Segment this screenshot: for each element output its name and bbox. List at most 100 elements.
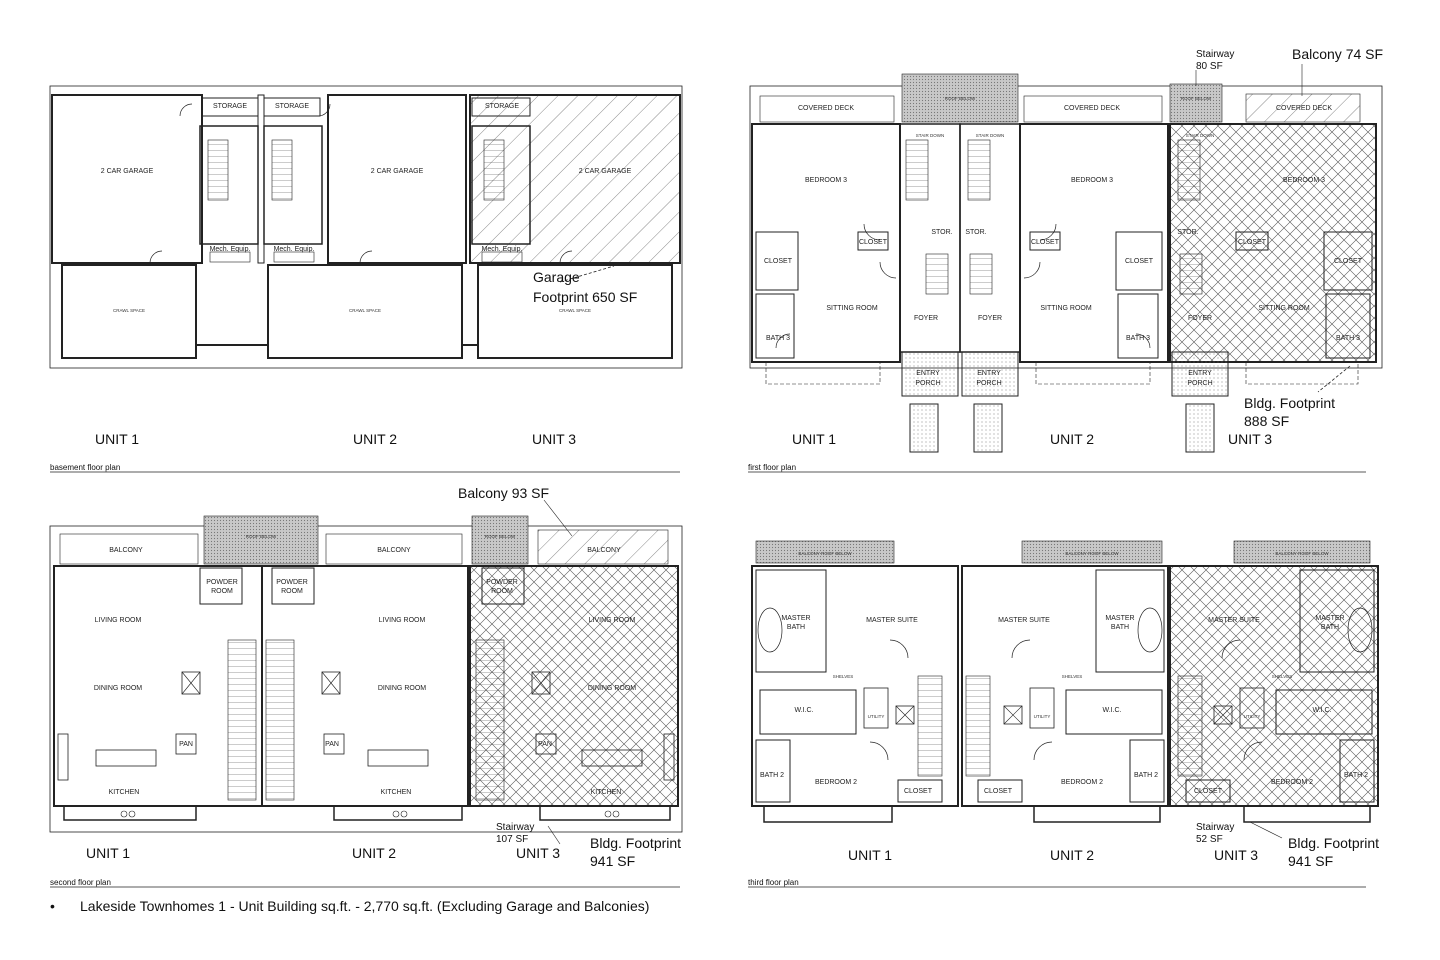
master-bath-label-2: BATH bbox=[1111, 624, 1129, 631]
utility-label: UTILITY bbox=[1244, 714, 1261, 719]
unit-1-label: UNIT 1 bbox=[95, 431, 139, 447]
bedroom-2-label: BEDROOM 2 bbox=[1061, 779, 1103, 786]
basement-site-border bbox=[49, 85, 683, 369]
living-room-label: LIVING ROOM bbox=[589, 617, 636, 624]
bath-2-label: BATH 2 bbox=[1134, 772, 1158, 779]
first-floor-plan bbox=[749, 73, 1383, 453]
unit-1-label: UNIT 1 bbox=[848, 847, 892, 863]
storage-label: STOR. bbox=[965, 229, 986, 236]
balcony-label: BALCONY bbox=[109, 547, 143, 554]
master-bath-label-1: MASTER bbox=[1315, 615, 1344, 622]
powder-label: POWDER bbox=[486, 579, 518, 586]
garage-footprint-label-line1: Garage bbox=[533, 269, 580, 285]
bath-2-label: BATH 2 bbox=[760, 772, 784, 779]
garage-label: 2 CAR GARAGE bbox=[371, 168, 424, 175]
roof-below-label: ROOF BELOW bbox=[485, 534, 516, 539]
garage-label: 2 CAR GARAGE bbox=[101, 168, 154, 175]
stairway-107-label-line2: 107 SF bbox=[496, 834, 528, 845]
kitchen-label: KITCHEN bbox=[591, 789, 622, 796]
entry-label: ENTRY bbox=[916, 370, 940, 377]
bedroom-3-label: BEDROOM 3 bbox=[1071, 177, 1113, 184]
mech-equip-label: Mech. Equip. bbox=[482, 246, 523, 253]
mech-equip-label: Mech. Equip. bbox=[210, 246, 251, 253]
footprint-888-label-line1: Bldg. Footprint bbox=[1244, 395, 1335, 411]
stairway-107-label-line1: Stairway bbox=[496, 822, 534, 833]
sitting-room-label: SITTING ROOM bbox=[826, 305, 878, 312]
basement-plan-title: basement floor plan bbox=[50, 463, 120, 472]
second-floor-labels: BALCONY BALCONY BALCONY ROOF BELOW ROOF … bbox=[50, 485, 681, 888]
wic-label: W.I.C. bbox=[794, 707, 813, 714]
wic-label: W.I.C. bbox=[1102, 707, 1121, 714]
garage-footprint-label-line2: Footprint 650 SF bbox=[533, 289, 637, 305]
footprint-941-label-line1: Bldg. Footprint bbox=[1288, 835, 1379, 851]
utility-label: UTILITY bbox=[1034, 714, 1051, 719]
footer-note: •Lakeside Townhomes 1 - Unit Building sq… bbox=[50, 898, 649, 914]
first-floor-labels: COVERED DECK COVERED DECK COVERED DECK R… bbox=[748, 46, 1383, 473]
stair-down-label: STAIR DOWN bbox=[1186, 133, 1214, 138]
dining-room-label: DINING ROOM bbox=[378, 685, 426, 692]
shelves-label: SHELVES bbox=[1062, 674, 1082, 679]
closet-label: CLOSET bbox=[1125, 258, 1154, 265]
roof-below-label: ROOF BELOW bbox=[246, 534, 277, 539]
unit-3-label: UNIT 3 bbox=[532, 431, 576, 447]
garage-label: 2 CAR GARAGE bbox=[579, 168, 632, 175]
closet-label: CLOSET bbox=[1194, 788, 1223, 795]
porch-label: PORCH bbox=[1187, 380, 1212, 387]
third-floor-labels: BALCONY ROOF BELOW BALCONY ROOF BELOW BA… bbox=[748, 551, 1379, 888]
master-suite-label: MASTER SUITE bbox=[998, 617, 1050, 624]
dining-room-label: DINING ROOM bbox=[94, 685, 142, 692]
dining-room-label: DINING ROOM bbox=[588, 685, 636, 692]
covered-deck-label: COVERED DECK bbox=[1064, 105, 1120, 112]
footer-note-text: Lakeside Townhomes 1 - Unit Building sq.… bbox=[80, 898, 650, 914]
master-bath-label-2: BATH bbox=[1321, 624, 1339, 631]
stair-down-label: STAIR DOWN bbox=[916, 133, 944, 138]
closet-label: CLOSET bbox=[1031, 239, 1060, 246]
foyer-label: FOYER bbox=[1188, 315, 1212, 322]
basement-floor-plan bbox=[49, 85, 683, 369]
wic-label: W.I.C. bbox=[1312, 707, 1331, 714]
storage-label: STOR. bbox=[1177, 229, 1198, 236]
powder-label: POWDER bbox=[206, 579, 238, 586]
stairway-52-label-line2: 52 SF bbox=[1196, 834, 1223, 845]
unit-2-label: UNIT 2 bbox=[1050, 847, 1094, 863]
powder-label: POWDER bbox=[276, 579, 308, 586]
living-room-label: LIVING ROOM bbox=[379, 617, 426, 624]
unit-2-label: UNIT 2 bbox=[352, 845, 396, 861]
stairway-80-label-line1: Stairway bbox=[1196, 49, 1234, 60]
room-label: ROOM bbox=[211, 588, 233, 595]
closet-label: CLOSET bbox=[1238, 239, 1267, 246]
storage-label: STORAGE bbox=[213, 103, 247, 110]
entry-label: ENTRY bbox=[1188, 370, 1212, 377]
shelves-label: SHELVES bbox=[833, 674, 853, 679]
second-floor-plan bbox=[49, 515, 683, 833]
unit-2-label: UNIT 2 bbox=[1050, 431, 1094, 447]
porch-label: PORCH bbox=[976, 380, 1001, 387]
master-bath-label-2: BATH bbox=[787, 624, 805, 631]
bedroom-3-label: BEDROOM 3 bbox=[805, 177, 847, 184]
entry-label: ENTRY bbox=[977, 370, 1001, 377]
balcony-93-label: Balcony 93 SF bbox=[458, 485, 549, 501]
master-bath-label-1: MASTER bbox=[1105, 615, 1134, 622]
bath-3-label: BATH 3 bbox=[1126, 335, 1150, 342]
kitchen-label: KITCHEN bbox=[381, 789, 412, 796]
balcony-roof-label: BALCONY ROOF BELOW bbox=[1065, 551, 1119, 556]
bedroom-2-label: BEDROOM 2 bbox=[815, 779, 857, 786]
pantry-label: PAN bbox=[325, 741, 339, 748]
bath-2-label: BATH 2 bbox=[1344, 772, 1368, 779]
bath-3-label: BATH 3 bbox=[766, 335, 790, 342]
unit-3-label: UNIT 3 bbox=[516, 845, 560, 861]
pantry-label: PAN bbox=[538, 741, 552, 748]
closet-label: CLOSET bbox=[1334, 258, 1363, 265]
mech-equip-label: Mech. Equip. bbox=[274, 246, 315, 253]
living-room-label: LIVING ROOM bbox=[95, 617, 142, 624]
unit-1-label: UNIT 1 bbox=[86, 845, 130, 861]
storage-label: STORAGE bbox=[485, 103, 519, 110]
storage-label: STOR. bbox=[931, 229, 952, 236]
covered-deck-label: COVERED DECK bbox=[1276, 105, 1332, 112]
storage-label: STORAGE bbox=[275, 103, 309, 110]
footprint-941-label-line1: Bldg. Footprint bbox=[590, 835, 681, 851]
stair-down-label: STAIR DOWN bbox=[976, 133, 1004, 138]
crawl-space-label: CRAWL SPACE bbox=[113, 308, 145, 313]
third-floor-plan bbox=[751, 540, 1379, 823]
